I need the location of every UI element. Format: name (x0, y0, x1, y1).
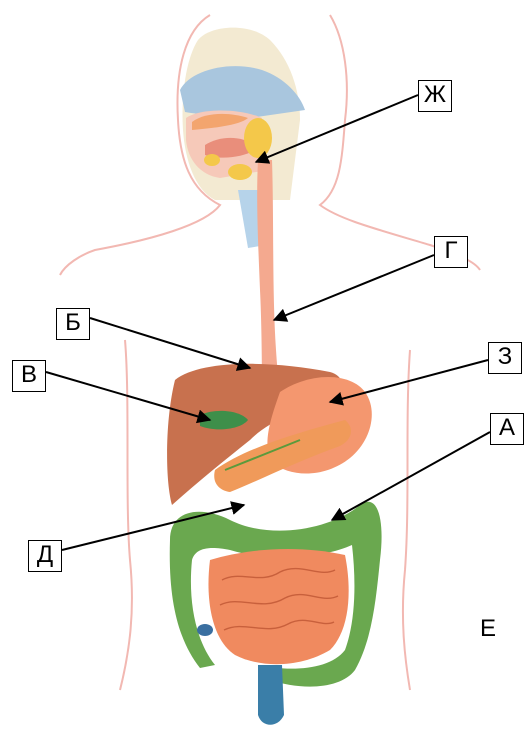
arrow-g (274, 255, 434, 320)
sublingual-gland (204, 154, 220, 166)
parotid-gland (244, 118, 272, 158)
appendix (197, 624, 213, 636)
label-z: З (488, 342, 522, 374)
arrow-b (90, 318, 250, 368)
label-a: А (490, 413, 524, 445)
submandibular-gland (228, 164, 252, 180)
small-intestine (208, 549, 348, 664)
label-d: Д (28, 540, 62, 572)
rectum (258, 665, 284, 725)
head-region (180, 28, 305, 200)
label-g: Г (434, 236, 468, 268)
label-zh: Ж (418, 80, 452, 112)
label-b: Б (56, 308, 90, 340)
label-e: Е (480, 615, 496, 643)
label-v: В (12, 360, 46, 392)
